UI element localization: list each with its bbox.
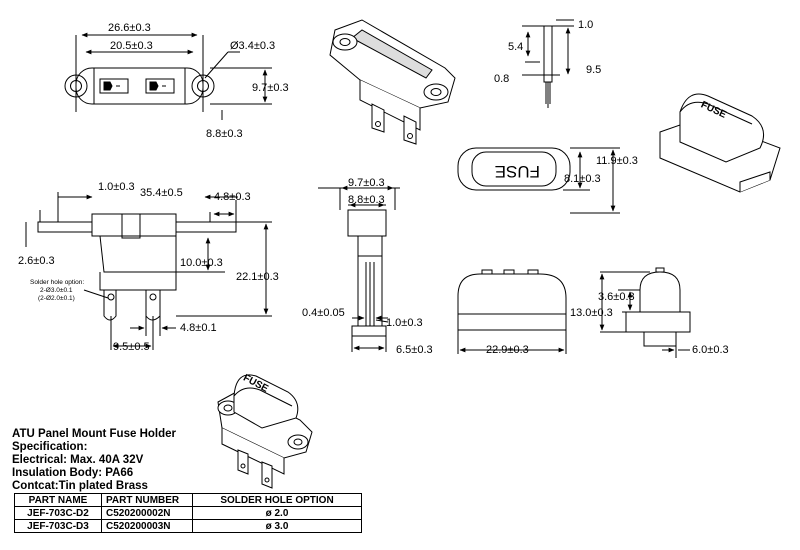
dim-end-8-8: 8.8±0.3 xyxy=(348,194,385,206)
dim-term-1-0: 1.0 xyxy=(578,19,593,31)
solder-note-3: (2-Ø2.0±0.1) xyxy=(38,295,75,302)
spec-electrical: Electrical: Max. 40A 32V xyxy=(12,454,144,466)
dim-term-9-5: 9.5 xyxy=(586,64,601,76)
dim-side-2-6: 2.6±0.3 xyxy=(18,255,55,267)
dim-side-1-0: 1.0±0.3 xyxy=(98,181,135,193)
header-solder-hole: SOLDER HOLE OPTION xyxy=(192,493,362,507)
end-view xyxy=(318,185,400,352)
cap-end-view xyxy=(599,267,691,358)
side-view xyxy=(25,192,272,350)
top-view xyxy=(64,32,272,120)
dim-cap-3-6: 3.6±0.3 xyxy=(598,291,635,303)
dim-cap-6-0: 6.0±0.3 xyxy=(692,344,729,356)
terminal-detail xyxy=(522,19,574,108)
spec-contact: Contcat:Tin plated Brass xyxy=(12,480,148,492)
cell-part-number: C520200003N xyxy=(101,519,193,533)
solder-note-1: Solder hole option: xyxy=(30,279,84,286)
dim-term-0-8: 0.8 xyxy=(494,73,509,85)
cell-solder-hole: ø 3.0 xyxy=(192,519,362,533)
dim-term-5-4: 5.4 xyxy=(508,41,523,53)
cell-part-name: JEF-703C-D3 xyxy=(14,519,102,533)
spec-insulation: Insulation Body: PA66 xyxy=(12,467,134,479)
dim-cap-13-0: 13.0±0.3 xyxy=(570,307,613,319)
dim-top-hole-dia: Ø3.4±0.3 xyxy=(230,40,275,52)
dim-end-6-5: 6.5±0.3 xyxy=(396,344,433,356)
cell-part-name: JEF-703C-D2 xyxy=(14,506,102,520)
dim-top-overall: 26.6±0.3 xyxy=(108,22,151,34)
solder-note-2: 2-Ø3.0±0.1 xyxy=(40,287,73,294)
cap-top-view xyxy=(457,147,620,214)
cap-fuse-label-top: FUSE xyxy=(495,162,540,181)
dim-top-flange: 8.8±0.3 xyxy=(206,128,243,140)
iso-view-assembled xyxy=(217,374,313,489)
iso-view-cap xyxy=(659,93,781,193)
dim-end-0-4: 0.4±0.05 xyxy=(302,307,345,319)
spec-heading: Specification: xyxy=(12,441,88,453)
dim-cap-8-1: 8.1±0.3 xyxy=(564,173,601,185)
dim-side-4-8-bot: 4.8±0.1 xyxy=(180,322,217,334)
dim-side-4-8-top: 4.8±0.3 xyxy=(214,191,251,203)
dim-end-9-7: 9.7±0.3 xyxy=(348,177,385,189)
dim-side-10-0: 10.0±0.3 xyxy=(180,257,223,269)
dim-side-9-5: 9.5±0.5 xyxy=(113,341,150,353)
header-part-number: PART NUMBER xyxy=(101,493,193,507)
table-header-row: PART NAME PART NUMBER SOLDER HOLE OPTION xyxy=(14,493,362,507)
dim-cap-11-9: 11.9±0.3 xyxy=(596,155,638,167)
dim-top-holes: 20.5±0.3 xyxy=(110,40,153,52)
table-row: JEF-703C-D2 C520200002N ø 2.0 xyxy=(14,506,362,520)
dim-cap-22-9: 22.9±0.3 xyxy=(486,344,529,356)
table-row: JEF-703C-D3 C520200003N ø 3.0 xyxy=(14,519,362,533)
mount-hole-right xyxy=(191,74,215,98)
cap-side-view xyxy=(457,269,567,354)
parts-table: PART NAME PART NUMBER SOLDER HOLE OPTION… xyxy=(14,493,362,533)
iso-view-top xyxy=(329,19,456,145)
mount-hole-left xyxy=(64,74,88,98)
dim-side-35-4: 35.4±0.5 xyxy=(140,187,183,199)
product-title: ATU Panel Mount Fuse Holder xyxy=(12,428,176,440)
dim-top-height: 9.7±0.3 xyxy=(252,82,289,94)
cell-part-number: C520200002N xyxy=(101,506,193,520)
dim-side-22-1: 22.1±0.3 xyxy=(236,271,279,283)
cell-solder-hole: ø 2.0 xyxy=(192,506,362,520)
dim-end-1-0: 1.0±0.3 xyxy=(386,317,423,329)
header-part-name: PART NAME xyxy=(14,493,102,507)
